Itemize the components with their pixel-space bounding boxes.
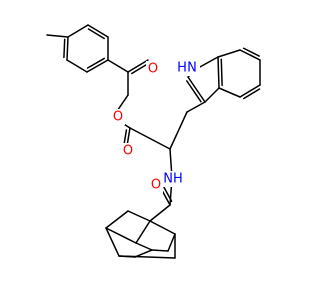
bond-ca-cb: [169, 111, 188, 150]
structure-drawing: O O O NH H N O: [46, 24, 261, 259]
bond-kc-ko: [127, 59, 149, 73]
molecule-canvas: O O O NH H N O: [46, 24, 261, 259]
bond-d5-d9: [134, 249, 153, 258]
bond-i4-i5: [239, 84, 261, 98]
bond-d7-d5: [151, 249, 169, 252]
bond-lines: [46, 24, 261, 259]
atom-indole-hydrogen: H: [177, 61, 187, 76]
atom-amide-nh: NH: [163, 172, 183, 187]
atom-indole-nitrogen: N: [187, 61, 197, 76]
double-bond-t4-t5: [86, 57, 105, 69]
double-bond-i6-i7: [242, 47, 260, 57]
bond-i3a-i3: [204, 87, 220, 103]
atom-ester-oxygen: O: [113, 110, 123, 125]
atom-amide-carbonyl-oxygen: O: [151, 178, 161, 193]
double-bond-kc-ko: [131, 63, 149, 75]
bond-in1-i7a: [197, 56, 219, 69]
bond-t6-t1: [66, 36, 69, 61]
atom-carbonyl-oxygen: O: [148, 62, 158, 77]
label-bg-ester-carbonyl-o: [121, 143, 135, 159]
double-bond-i4-i5: [243, 88, 261, 100]
label-bg-amide-nh: [162, 171, 184, 187]
bond-t5-t6: [66, 59, 88, 73]
bond-d2-d4: [105, 227, 120, 257]
bond-t2-t3: [87, 24, 109, 38]
bond-ec-ca: [129, 127, 171, 150]
label-bg-indole-nh: [176, 60, 200, 76]
double-bond-t1-t6: [63, 38, 66, 59]
label-bg-ester-o: [111, 109, 125, 125]
bond-i3a-i4: [218, 87, 241, 98]
bond-d6-d7: [167, 233, 176, 252]
double-bond-i3a-i7a: [220, 58, 223, 87]
double-bond-i2-i3: [186, 80, 202, 103]
bond-t4-t5: [86, 59, 109, 73]
bond-t1-t2: [67, 24, 89, 38]
bond-cb-i3: [186, 101, 206, 113]
double-bond-t2-t3: [87, 28, 105, 40]
bond-t4-kc: [107, 59, 129, 73]
bond-d2-d3: [105, 227, 137, 244]
bond-ad1-d6: [149, 220, 176, 235]
bond-d1-d2: [105, 210, 129, 229]
atom-labels: O O O NH H N O: [111, 60, 200, 193]
bond-ad1-d1: [127, 210, 151, 222]
bond-i6-i7: [239, 49, 261, 61]
bond-i7-i7a: [217, 49, 241, 58]
label-bg-amide-carbonyl-o: [149, 177, 163, 193]
bond-d8-d4: [118, 255, 176, 259]
atom-ester-carbonyl-oxygen: O: [123, 144, 133, 159]
bond-me-t1: [46, 34, 69, 38]
bond-d3-d5: [135, 242, 153, 251]
bond-ac-ad1: [149, 204, 171, 222]
bond-i7a-i3a: [217, 56, 220, 89]
bond-d3-ad1: [135, 220, 151, 244]
bond-i3-i2: [187, 76, 206, 103]
label-bg-carbonyl-o1: [146, 61, 160, 77]
